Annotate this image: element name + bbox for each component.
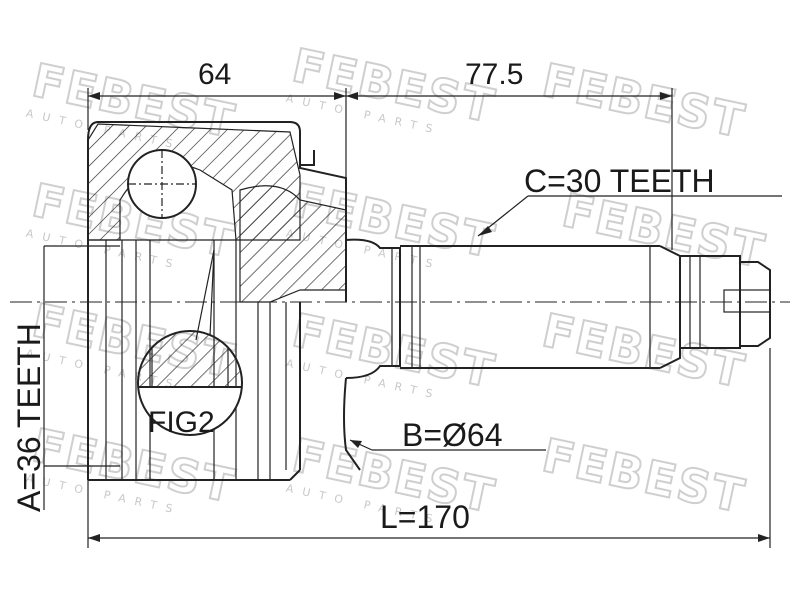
total-length-label: L=170 xyxy=(380,499,470,535)
top-dimensions: 64 77.5 xyxy=(87,58,673,250)
bottom-dimension: L=170 xyxy=(87,348,771,548)
callouts: C=30 TEETH B=Ø64 A=36 TEETH xyxy=(11,163,782,512)
cv-housing xyxy=(87,121,347,481)
fig2-label: FIG2 xyxy=(148,406,215,439)
inner-teeth-label: A=36 TEETH xyxy=(11,323,47,512)
watermark-logo: FEBEST xyxy=(538,428,751,524)
outer-teeth-label: C=30 TEETH xyxy=(524,163,715,199)
dim-right-length: 77.5 xyxy=(465,58,523,91)
cv-shaft xyxy=(343,238,771,471)
watermark-logo: FEBEST xyxy=(538,303,751,399)
watermark-layer: FEBEST AUTO PARTS FEBEST AUTO PARTS FEBE… xyxy=(25,37,771,527)
diameter-label: B=Ø64 xyxy=(402,417,503,453)
dim-left-length: 64 xyxy=(198,58,231,91)
watermark-logo: FEBEST xyxy=(538,53,751,149)
left-dimension xyxy=(43,245,120,510)
